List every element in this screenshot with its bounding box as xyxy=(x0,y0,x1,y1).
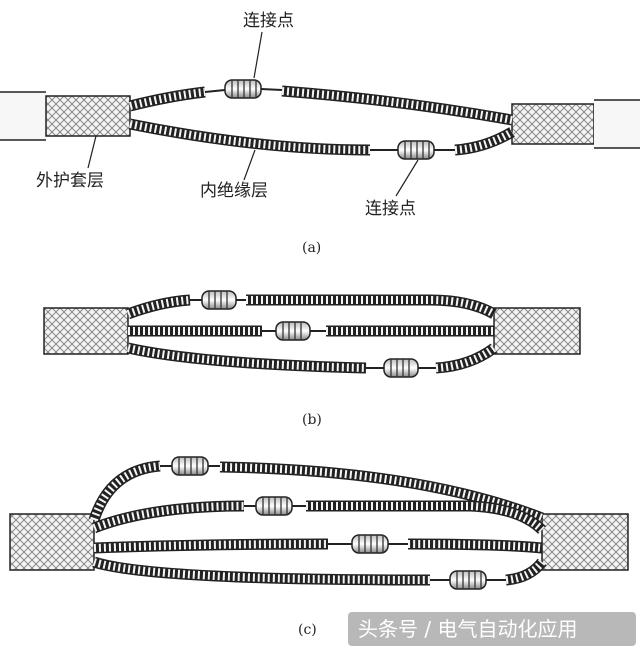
lower-conductor-a xyxy=(128,118,515,160)
upper-conductor-a xyxy=(128,79,513,126)
label-top-joint: 连接点 xyxy=(243,11,294,31)
cable-left-a xyxy=(0,91,131,141)
cable-left-c xyxy=(9,513,95,571)
caption-c: (c) xyxy=(298,622,317,638)
wire-4-c xyxy=(92,556,547,590)
joint-coil-middle-b xyxy=(275,321,311,341)
watermark-text: 头条号 / 电气自动化应用 xyxy=(358,617,577,641)
wire-bottom-b xyxy=(126,342,498,378)
joint-coil-top-b xyxy=(201,290,237,310)
joint-coil-bottom-b xyxy=(383,358,419,378)
label-inner-insulation: 内绝缘层 xyxy=(200,181,268,201)
diagram-a: 连接点 外护套层 内绝缘层 连接点 (a) xyxy=(0,11,640,256)
watermark: 头条号 / 电气自动化应用 xyxy=(348,612,636,646)
label-outer-sheath: 外护套层 xyxy=(36,171,104,191)
caption-a: (a) xyxy=(302,240,321,256)
wire-top-b xyxy=(126,290,497,320)
diagram-c: (c) xyxy=(9,456,629,638)
cable-left-b xyxy=(43,307,129,355)
cable-right-b xyxy=(493,307,581,355)
diagram-b: (b) xyxy=(43,290,581,428)
label-bottom-joint: 连接点 xyxy=(365,199,416,219)
wire-middle-b xyxy=(128,321,494,341)
wire-2-c xyxy=(91,496,546,535)
cable-right-a xyxy=(511,99,640,149)
cable-right-c xyxy=(541,513,629,571)
wire-3-c xyxy=(93,534,543,554)
caption-b: (b) xyxy=(302,412,322,428)
